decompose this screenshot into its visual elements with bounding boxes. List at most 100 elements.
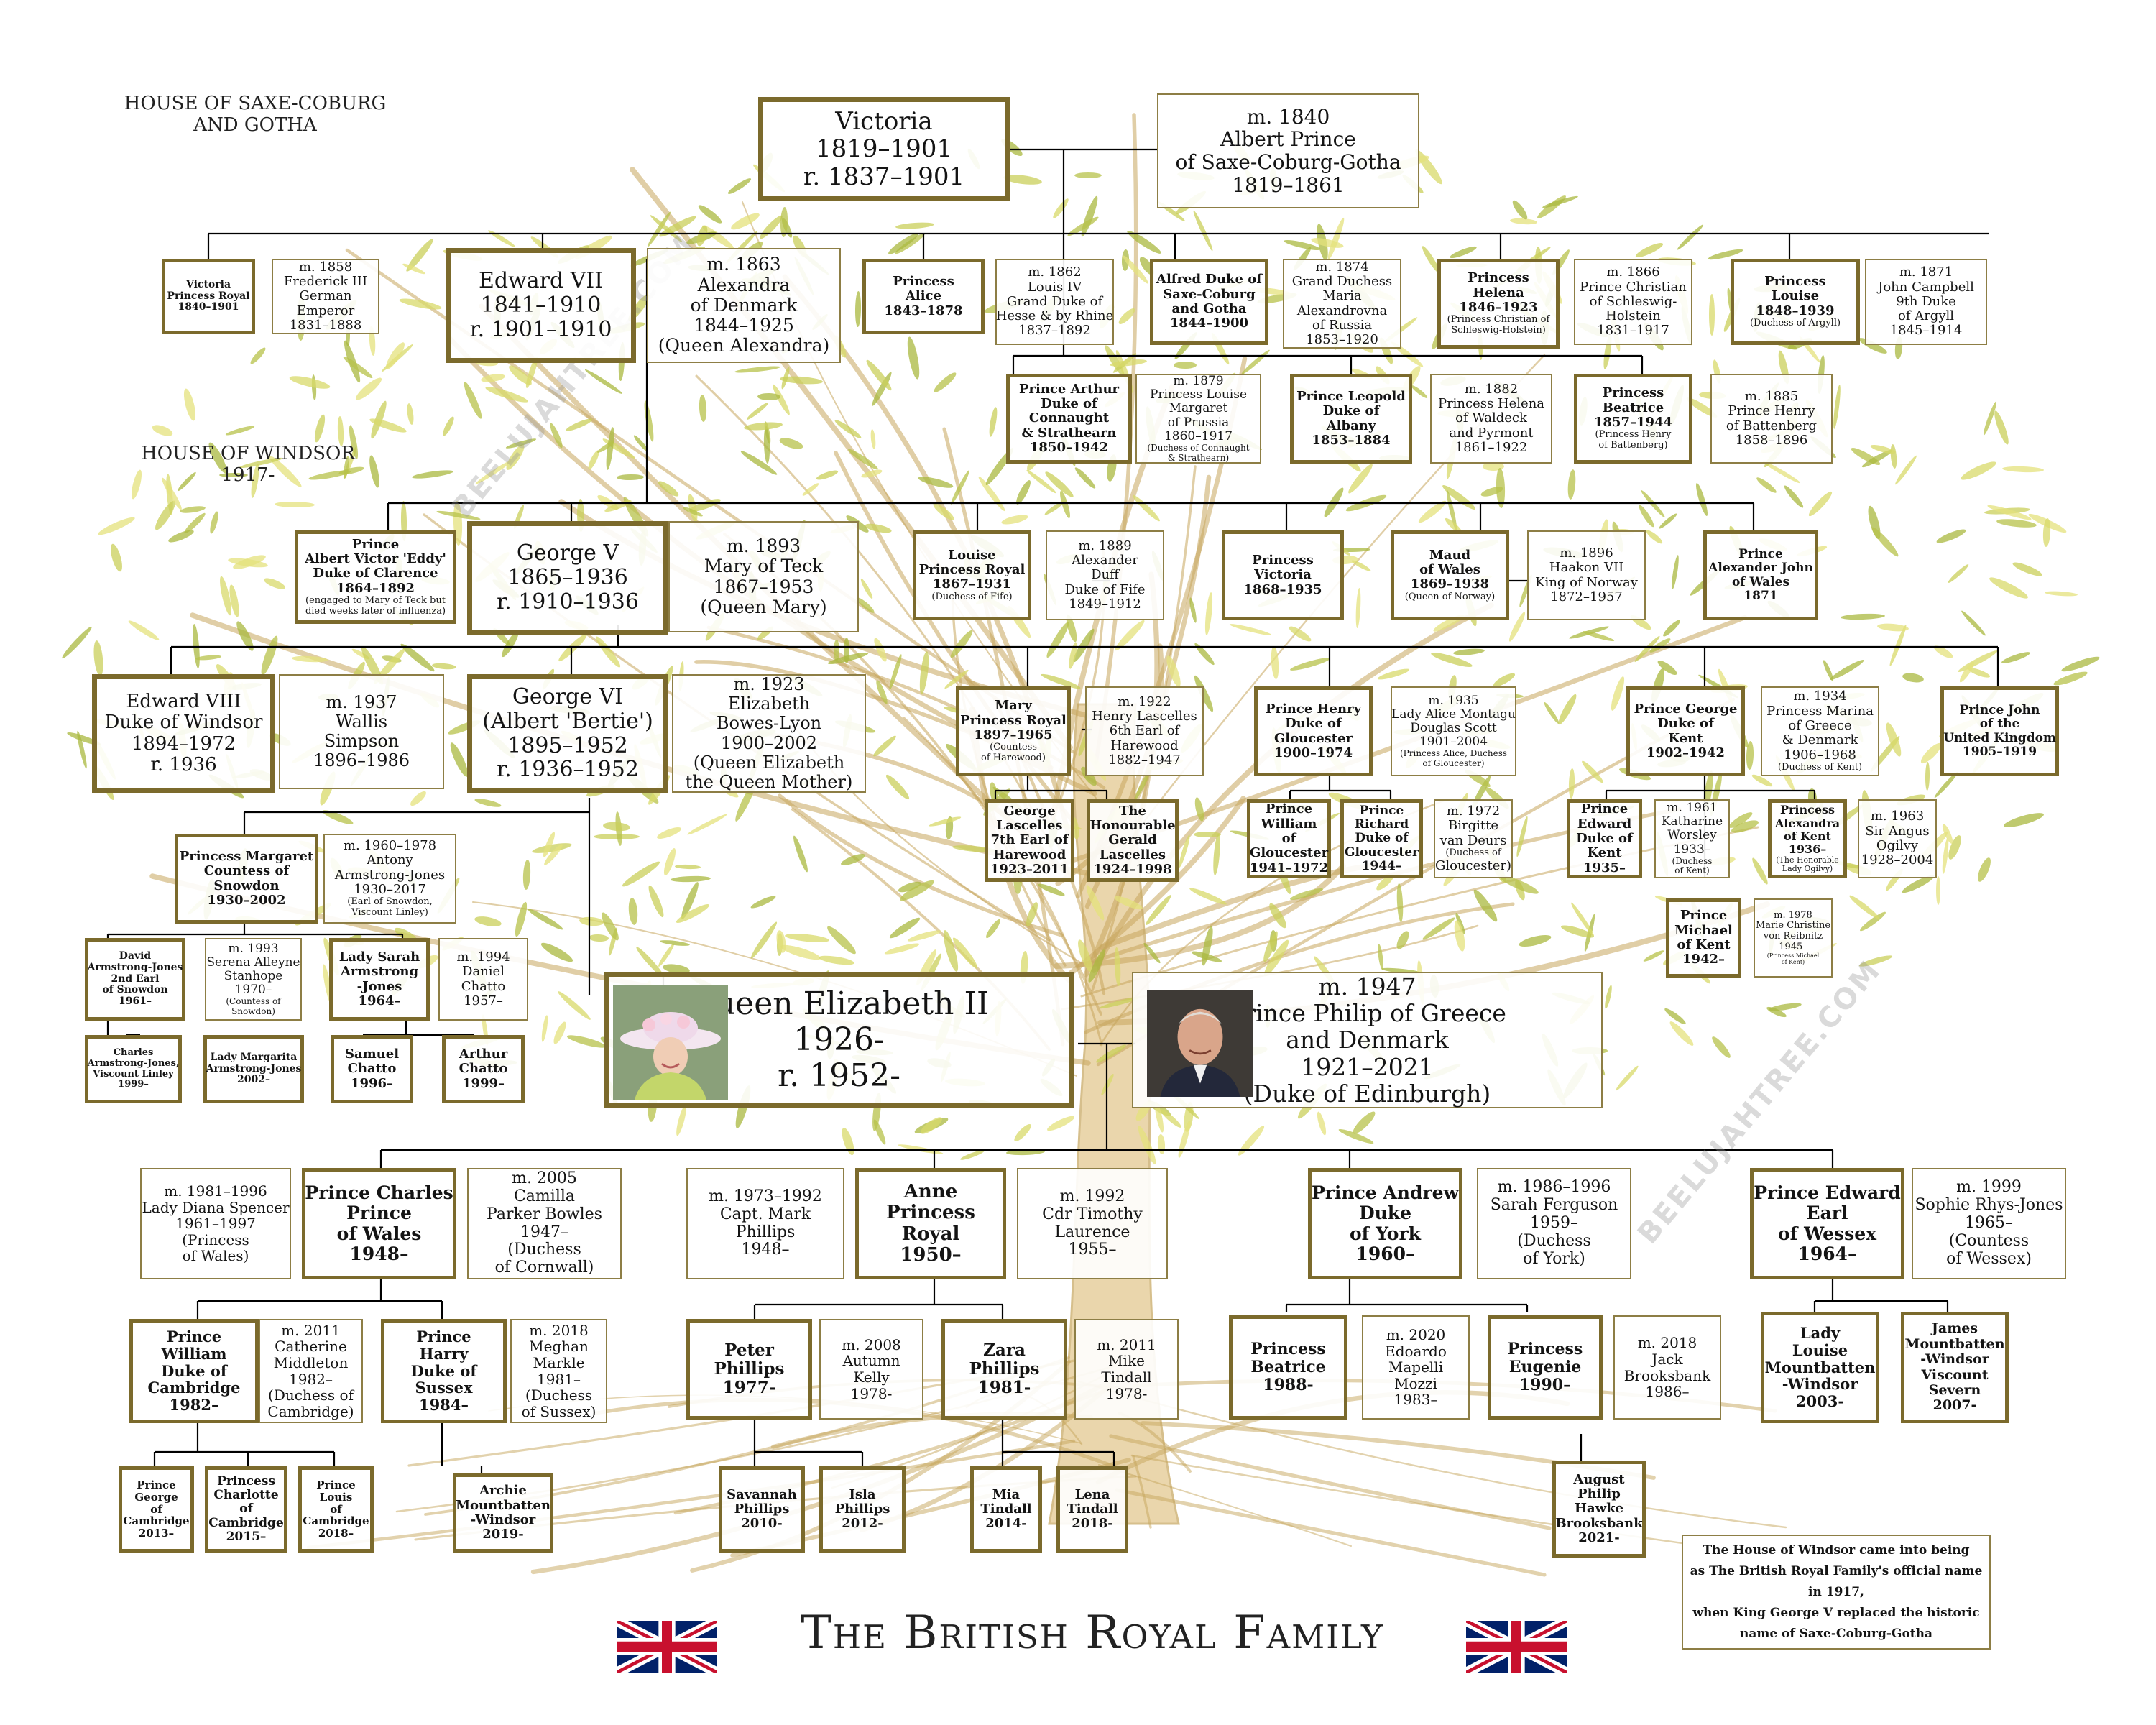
person-line: 1977-: [722, 1377, 776, 1397]
person-line: of York: [1350, 1223, 1421, 1244]
person-line: Louis: [319, 1490, 353, 1504]
person-line: 1982–: [169, 1396, 219, 1414]
person-line: Duke of Fife: [1064, 581, 1146, 597]
person-line: 1848–1939: [1756, 303, 1835, 318]
person-line: of Kent): [1781, 959, 1805, 966]
person-line: Mary: [995, 698, 1032, 714]
person-line: 1843–1878: [884, 303, 963, 318]
person-line: Princess: [1468, 270, 1529, 286]
person-line: & Denmark: [1782, 732, 1858, 748]
person-line: of Sussex): [521, 1402, 596, 1420]
person-line: Snowdon: [213, 878, 280, 893]
person-line: 1844–1900: [1169, 316, 1249, 331]
person-line: of Wales: [1731, 574, 1790, 589]
person-line: Marie Christine: [1755, 920, 1831, 932]
person-line: Serena Alleyne: [206, 954, 300, 970]
person-line: m. 1896: [1560, 545, 1613, 561]
person-line: Severn: [1928, 1381, 1981, 1398]
person-line: Prince Charles: [305, 1182, 453, 1203]
person-line: Katharine: [1661, 814, 1723, 829]
person-line: m. 2020: [1386, 1326, 1446, 1344]
person-line: (Countess of: [226, 996, 281, 1007]
person-line: George: [1003, 803, 1056, 819]
person-line: (Duchess of Kent): [1777, 761, 1863, 773]
person-line: Brooksbank: [1555, 1515, 1643, 1531]
person-line: (Duchess: [1517, 1231, 1591, 1250]
person-line: Antony: [367, 852, 413, 868]
person-line: 1841–1910: [480, 293, 602, 318]
person-line: Princess Helena: [1437, 396, 1545, 411]
person-line: m. 1863: [706, 254, 781, 275]
house-heading-line: 1917-: [221, 464, 275, 486]
person-line: 1831–1917: [1597, 323, 1669, 339]
person-line: of Waldeck: [1455, 410, 1527, 426]
person-line: m. 1935: [1428, 693, 1479, 708]
person-line: Queen Elizabeth II: [688, 985, 990, 1023]
person-line: m. 1866: [1606, 264, 1660, 280]
person-line: m. 1922: [1118, 694, 1171, 709]
person-line: Alexandrovna: [1296, 303, 1388, 318]
person-line: Gloucester: [1249, 845, 1329, 861]
person-line: Frederick III: [283, 274, 368, 290]
person-line: Capt. Mark: [719, 1205, 811, 1223]
person-line: of Kent: [1677, 937, 1731, 952]
person-line: Edward VIII: [126, 690, 241, 712]
person-line: Duke of: [161, 1361, 227, 1380]
person-line: of Snowdon: [102, 984, 168, 996]
person-line: Alfred Duke of: [1156, 272, 1262, 288]
person-line: Royal: [901, 1223, 960, 1245]
person-line: Prince Andrew: [1311, 1182, 1460, 1203]
person-line: of Argyll: [1897, 308, 1955, 324]
person-line: Snowdon): [231, 1006, 275, 1016]
person-line: the Queen Mother): [685, 771, 853, 792]
person-line: Gloucester: [1273, 730, 1353, 746]
person-line: 1858–1896: [1735, 432, 1808, 448]
person-line: -Windsor: [1782, 1375, 1858, 1394]
person-line: m. 1862: [1028, 264, 1082, 280]
house-of-windsor-note: The House of Windsor came into being as …: [1682, 1535, 1991, 1650]
person-line: Isla: [849, 1486, 876, 1502]
person-line: Duke of: [1322, 403, 1380, 419]
person-line: Parker Bowles: [487, 1205, 602, 1223]
person-line: m. 1923: [733, 674, 805, 695]
person-line: Princess: [1779, 803, 1835, 817]
person-line: Lena: [1074, 1486, 1110, 1502]
person-line: Laurence: [1054, 1223, 1130, 1241]
person-line: Prince: [166, 1328, 222, 1346]
person-line: 1857–1944: [1593, 414, 1673, 430]
person-line: Maud: [1429, 547, 1471, 563]
person-line: Connaught: [1028, 410, 1110, 426]
person-line: (Countess: [990, 742, 1037, 753]
person-line: 2019-: [482, 1527, 524, 1542]
person-line: Princess: [1764, 274, 1826, 290]
person-line: Phillips: [734, 1501, 790, 1517]
person-line: Peter: [724, 1340, 774, 1361]
person-line: of Battenberg: [1726, 418, 1818, 433]
person-line: (engaged to Mary of Teck but: [305, 594, 446, 606]
person-line: Cdr Timothy: [1042, 1205, 1143, 1223]
person-line: Kent: [1587, 845, 1622, 861]
person-line: Viscount: [1921, 1366, 1989, 1383]
person-line: 1948–: [741, 1241, 790, 1259]
person-line: 2nd Earl: [111, 972, 160, 985]
person-line: 1849–1912: [1069, 596, 1141, 612]
person-line: of Wessex: [1777, 1223, 1877, 1244]
person-line: 1869–1938: [1410, 576, 1490, 592]
person-line: of Battenberg): [1598, 439, 1668, 451]
